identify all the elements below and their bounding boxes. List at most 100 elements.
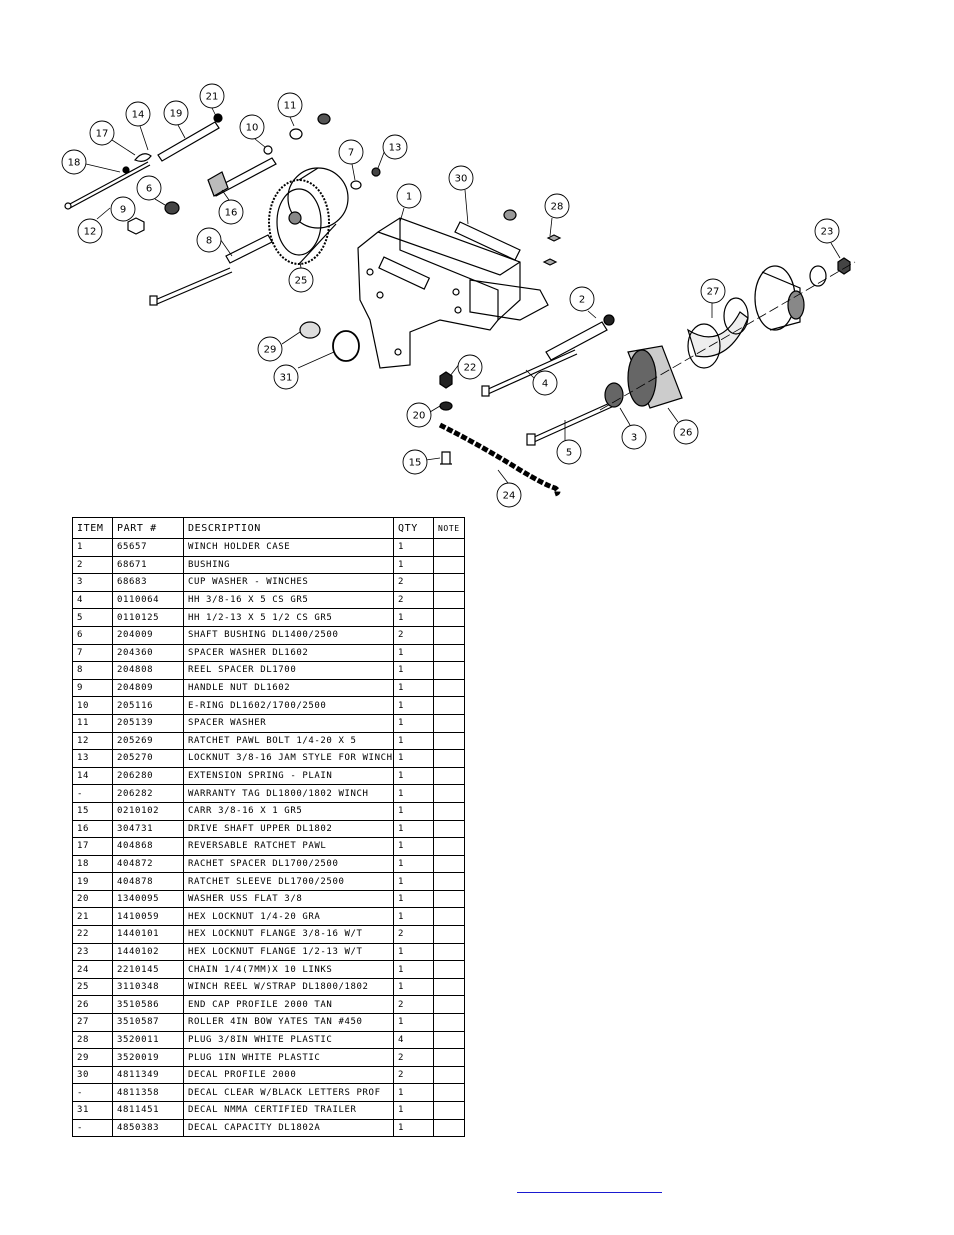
cell-item: 8 [72,661,113,680]
callout-28: 28 [544,193,570,237]
callout-29: 29 [257,331,301,362]
cell-description: WASHER USS FLAT 3/8 [183,889,394,909]
cell-description: RATCHET PAWL BOLT 1/4-20 X 5 [183,731,394,751]
cell-part-number: 1410059 [112,907,184,927]
cell-note [433,960,465,979]
callout-label: 7 [348,148,354,159]
cell-item: 25 [72,977,113,997]
cell-description: ROLLER 4IN BOW YATES TAN #450 [183,1013,394,1032]
callout-16: 16 [218,189,244,225]
cell-note [433,1048,465,1067]
cell-note [433,907,465,927]
callout-30: 30 [448,165,474,225]
callout-circle [61,149,87,175]
callout-24: 24 [496,469,522,508]
cell-part-number: 4811358 [112,1083,184,1102]
callout-8: 8 [196,227,233,257]
cell-description: REEL SPACER DL1700 [183,661,394,680]
cell-item: 31 [72,1101,113,1120]
cell-qty: 1 [393,907,434,927]
callout-leader [154,198,166,206]
cell-qty: 2 [393,1048,434,1067]
bolt-12-shape [67,161,149,206]
cell-description: CUP WASHER - WINCHES [183,573,394,592]
footer-link-underline[interactable] [517,1192,662,1193]
cell-item: 3 [72,573,113,592]
cell-qty: 1 [393,1083,434,1102]
callout-label: 20 [413,411,426,422]
cell-part-number: 204360 [112,643,184,663]
cell-note [433,1013,465,1032]
header-part-number: PART # [112,517,184,539]
cell-qty: 1 [393,713,434,733]
callout-label: 28 [551,202,564,213]
cell-item: 9 [72,678,113,698]
cell-description: HEX LOCKNUT 1/4-20 GRA [183,907,394,927]
callout-circle [621,424,647,450]
callout-circle [556,439,582,465]
callout-leader [254,138,266,148]
cell-note [433,889,465,909]
callout-leader [96,207,111,220]
callout-5: 5 [556,420,582,465]
cell-description: BUSHING [183,555,394,575]
cell-item: 12 [72,731,113,751]
cell-description: WARRANTY TAG DL1800/1802 WINCH [183,784,394,803]
bolt-5-shape [531,401,613,439]
cell-qty: 1 [393,977,434,997]
callout-circle [277,92,303,118]
callout-leader [289,116,295,127]
locknut-13-shape [371,167,381,177]
cell-note [433,925,465,944]
cell-part-number: 65657 [112,538,184,557]
callout-label: 1 [406,192,412,203]
cell-part-number: 204809 [112,678,184,698]
callout-label: 15 [409,458,422,469]
callout-leader [667,407,679,423]
cell-description: END CAP PROFILE 2000 TAN [183,995,394,1015]
decal-30-shape [454,221,521,261]
handle-nut-9-shape [127,217,145,235]
cell-note [433,1065,465,1085]
cell-note [433,872,465,891]
callout-label: 2 [579,295,585,306]
callout-leader [299,261,302,269]
cell-qty: 1 [393,942,434,962]
callout-23: 23 [814,218,841,259]
cell-item: 30 [72,1065,113,1085]
cell-part-number: 4811451 [112,1101,184,1120]
callout-label: 3 [631,433,637,444]
callout-circle [136,175,162,201]
cell-description: WINCH REEL W/STRAP DL1800/1802 [183,977,394,997]
cell-qty: 2 [393,995,434,1015]
callout-18: 18 [61,149,121,175]
cell-part-number: 2210145 [112,960,184,979]
cell-item: 16 [72,819,113,839]
cell-note [433,837,465,856]
callout-label: 9 [120,205,126,216]
cell-part-number: 68683 [112,573,184,592]
cell-part-number: 404878 [112,872,184,891]
callout-leader [429,405,441,413]
callout-circle [239,114,265,140]
plug-29-shape [299,321,321,339]
callout-leader [281,331,301,345]
cell-item: 13 [72,749,113,768]
cell-item: 18 [72,854,113,874]
callout-label: 22 [464,363,477,374]
cell-part-number: 304731 [112,819,184,839]
cell-part-number: 1440102 [112,942,184,962]
